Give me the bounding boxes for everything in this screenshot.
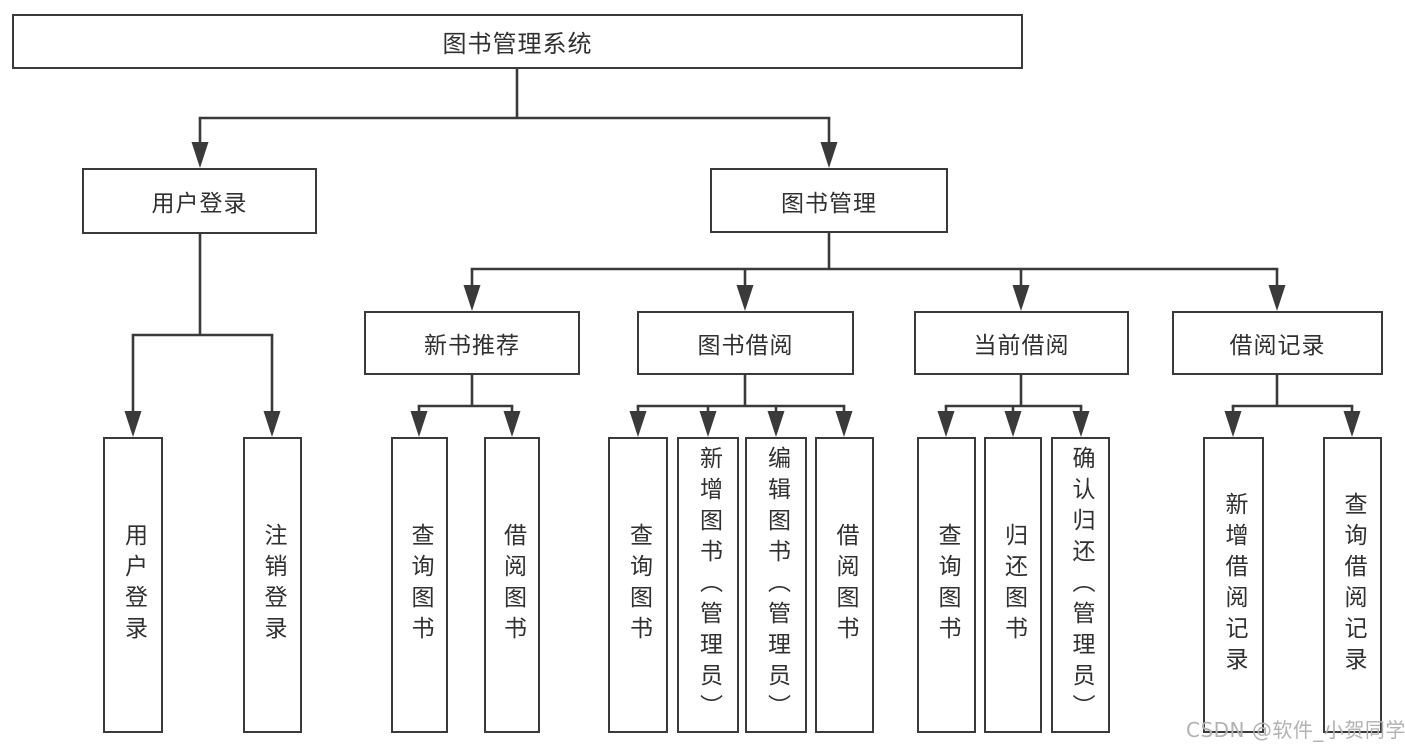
node-nb-query-books: 查询图书 xyxy=(391,437,448,733)
node-br-add-borrow-record: 新增借阅记录 xyxy=(1203,437,1264,733)
node-label: 注销登录 xyxy=(260,523,286,647)
node-library-management-system: 图书管理系统 xyxy=(12,14,1023,69)
node-label: 确认归还（管理员） xyxy=(1068,445,1094,725)
node-label: 用户登录 xyxy=(151,191,248,217)
node-label: 图书管理 xyxy=(781,190,877,217)
node-label: 用户登录 xyxy=(120,523,147,647)
node-label: 新增图书（管理员） xyxy=(695,445,722,725)
node-cb-query-books: 查询图书 xyxy=(917,437,976,733)
csdn-watermark: CSDN @软件_小贺同学 xyxy=(1186,718,1405,742)
node-bb-borrow-books: 借阅图书 xyxy=(815,437,874,733)
node-label: 借阅图书 xyxy=(832,523,858,647)
node-book-borrowing: 图书借阅 xyxy=(637,311,854,375)
node-user-login-action: 用户登录 xyxy=(103,437,163,733)
node-label: 新增借阅记录 xyxy=(1221,492,1247,678)
node-label: 借阅图书 xyxy=(499,523,526,647)
node-bb-add-books-admin: 新增图书（管理员） xyxy=(677,437,739,733)
node-label: 新书推荐 xyxy=(424,333,520,359)
node-logout-action: 注销登录 xyxy=(243,437,302,733)
node-borrowing-records: 借阅记录 xyxy=(1172,311,1383,375)
node-new-book-recommend: 新书推荐 xyxy=(364,311,580,375)
node-user-login: 用户登录 xyxy=(82,168,317,234)
node-label: 编辑图书（管理员） xyxy=(763,445,790,725)
node-label: 查询图书 xyxy=(625,523,652,647)
node-label: 查询借阅记录 xyxy=(1340,492,1366,678)
node-label: 图书管理系统 xyxy=(442,30,593,58)
node-label: 查询图书 xyxy=(934,523,960,647)
node-bb-query-books: 查询图书 xyxy=(608,437,668,733)
node-label: 查询图书 xyxy=(407,523,433,647)
node-label: 当前借阅 xyxy=(973,333,1070,359)
node-br-query-borrow-record: 查询借阅记录 xyxy=(1323,437,1382,733)
node-current-borrowing: 当前借阅 xyxy=(914,311,1129,375)
node-label: 借阅记录 xyxy=(1229,333,1326,359)
node-nb-borrow-books: 借阅图书 xyxy=(484,437,540,733)
node-cb-return-books: 归还图书 xyxy=(984,437,1042,733)
node-bb-edit-books-admin: 编辑图书（管理员） xyxy=(745,437,807,733)
node-cb-confirm-return-admin: 确认归还（管理员） xyxy=(1051,437,1110,733)
node-label: 归还图书 xyxy=(1000,523,1027,647)
node-book-management: 图书管理 xyxy=(710,168,948,233)
node-label: 图书借阅 xyxy=(697,333,794,359)
